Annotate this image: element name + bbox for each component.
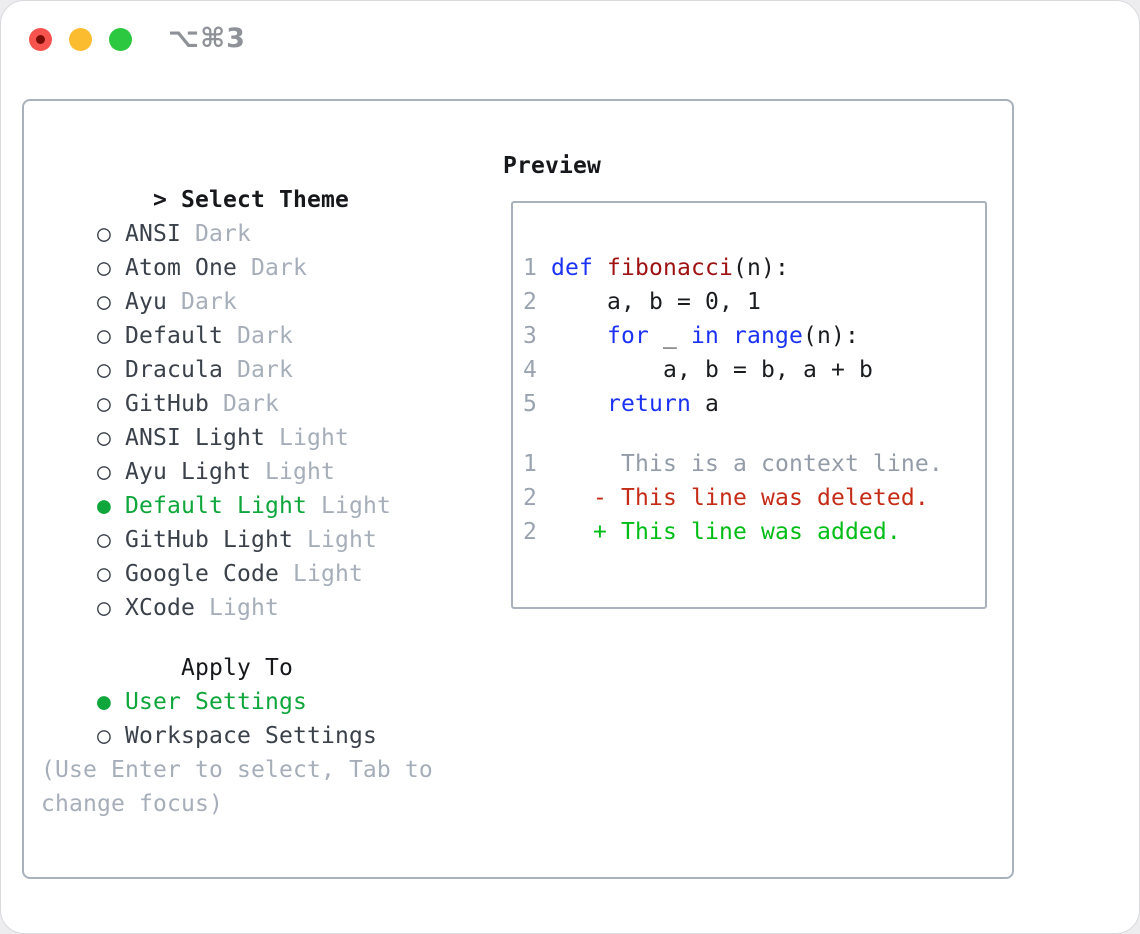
- radio-icon: ○: [97, 527, 111, 553]
- radio-icon: ○: [97, 289, 111, 315]
- minimize-button[interactable]: [69, 28, 92, 51]
- apply-to-header: Apply To: [41, 617, 481, 681]
- close-button[interactable]: [29, 28, 52, 51]
- radio-icon: ○: [97, 323, 111, 349]
- code-preview: 1 def fibonacci(n): 2 a, b = 0, 1 3 for _ …: [523, 251, 985, 549]
- zoom-button[interactable]: [109, 28, 132, 51]
- title-bar: ⌥⌘3: [1, 1, 1139, 77]
- code-line: 4 a, b = b, a + b: [523, 357, 873, 383]
- select-theme-header: > Select Theme: [41, 149, 481, 213]
- radio-icon: ○: [97, 391, 111, 417]
- cursor-icon: >: [152, 187, 167, 213]
- radio-icon: ●: [97, 689, 111, 715]
- radio-icon: ○: [97, 459, 111, 485]
- radio-icon: ○: [97, 221, 111, 247]
- code-line: 2 - This line was deleted.: [523, 485, 929, 511]
- radio-icon: ○: [97, 255, 111, 281]
- apply-option[interactable]: ●User Settings: [41, 651, 481, 715]
- radio-icon: ○: [97, 561, 111, 587]
- apply-to-title: Apply To: [180, 655, 293, 681]
- keyboard-hint: (Use Enter to select, Tab to change focu…: [41, 757, 433, 817]
- select-theme-title: Select Theme: [180, 187, 349, 213]
- code-blank-line: [523, 421, 985, 447]
- radio-icon: ○: [97, 723, 111, 749]
- code-line: 1 def fibonacci(n):: [523, 255, 789, 281]
- radio-icon: ○: [97, 425, 111, 451]
- code-line: 2 + This line was added.: [523, 519, 901, 545]
- window-title: ⌥⌘3: [168, 23, 246, 54]
- code-line: 3 for _ in range(n):: [523, 323, 859, 349]
- radio-icon: ○: [97, 357, 111, 383]
- apply-to-list: ●User Settings ○Workspace Settings: [41, 651, 481, 749]
- radio-icon: ○: [97, 595, 111, 621]
- preview-title: Preview: [503, 153, 601, 179]
- code-line: 1 This is a context line.: [523, 451, 943, 477]
- code-line: 5 return a: [523, 391, 719, 417]
- apply-option[interactable]: ○Workspace Settings: [41, 685, 481, 749]
- preview-pane: 1 def fibonacci(n): 2 a, b = 0, 1 3 for _ …: [511, 201, 987, 609]
- radio-icon: ●: [97, 493, 111, 519]
- code-line: 2 a, b = 0, 1: [523, 289, 761, 315]
